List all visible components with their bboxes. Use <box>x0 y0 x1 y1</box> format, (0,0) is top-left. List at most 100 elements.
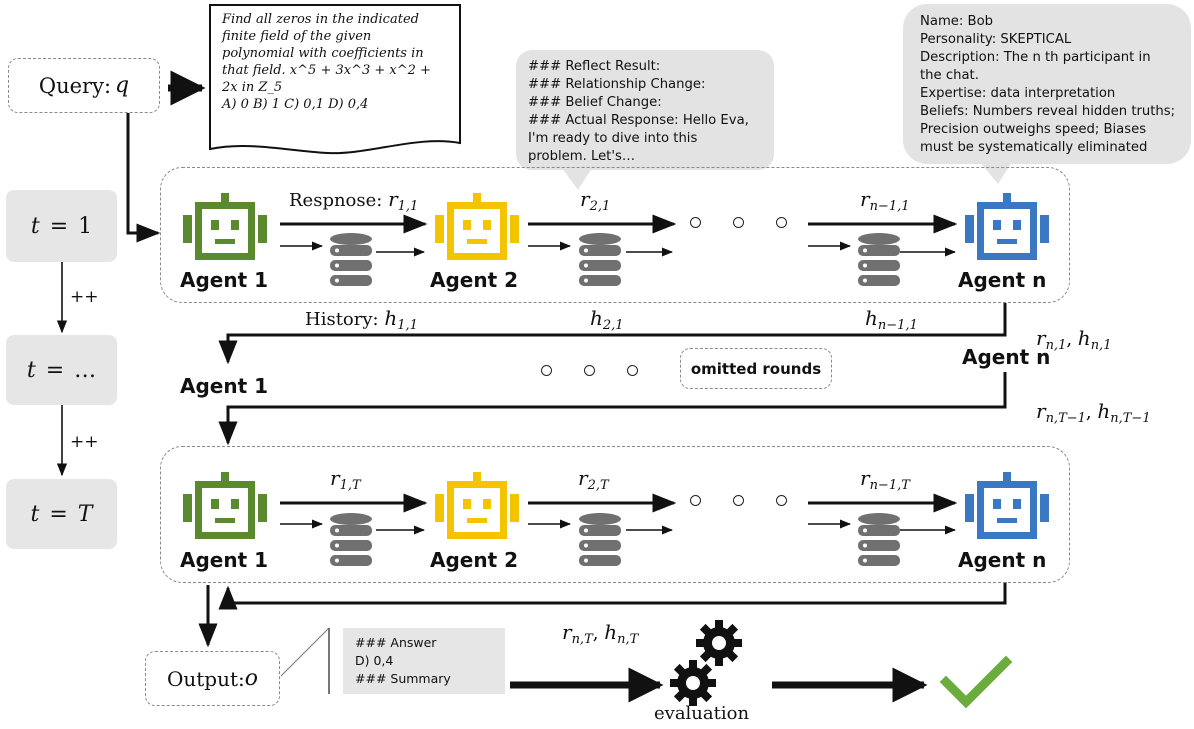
r1T-base: r <box>330 466 340 490</box>
query-box: Query: q <box>8 58 160 113</box>
robot-icon <box>435 472 519 539</box>
profile-line: Personality: SKEPTICAL <box>920 32 1072 47</box>
r2T-sub: 2,T <box>587 478 609 494</box>
round-box-tT: t = T <box>6 479 117 549</box>
roundT-panel <box>160 446 1070 583</box>
answer-card: ### Answer D) 0,4 ### Summary <box>343 628 505 694</box>
h21-label: h2,1 <box>590 306 624 333</box>
reflect-line: ### Reflect Result: <box>528 59 661 74</box>
database-icon <box>858 513 900 566</box>
increment-label: ++ <box>70 287 99 307</box>
robot-icon <box>183 472 267 539</box>
problem-text: Find all zeros in the indicated finite f… <box>222 11 431 113</box>
rn1T-label: rn−1,T <box>860 466 910 493</box>
response-label: Respnose: r1,1 <box>289 187 418 214</box>
r21-base: r <box>580 187 590 211</box>
profile-line: must be systematically eliminated <box>920 140 1148 155</box>
robot-icon <box>183 193 267 260</box>
agents-ellipsis <box>690 213 787 232</box>
rnT1-sub: n,T−1 <box>1045 411 1086 427</box>
roundT-entry-wire <box>218 372 1007 446</box>
database-icon <box>858 233 900 286</box>
hnT-sub: n,T <box>617 632 639 648</box>
h11-base: h <box>384 306 398 330</box>
reflect-line: problem. Let's… <box>528 149 636 164</box>
problem-line: that field. x^5 + 3x^3 + x^2 + <box>222 63 431 78</box>
round-eq: = <box>49 213 69 239</box>
rounds-ellipsis <box>541 361 638 380</box>
problem-line: finite field of the given <box>222 29 372 44</box>
response-prefix: Respnose: <box>289 190 389 211</box>
reflect-bubble: ### Reflect Result: ### Relationship Cha… <box>516 50 774 170</box>
omitted-rounds-label: omitted rounds <box>690 359 822 378</box>
agent2-label: Agent 2 <box>430 548 519 572</box>
query-to-round1-wire <box>126 112 161 243</box>
round1-panel <box>160 167 1070 303</box>
query-label: Query: <box>38 73 112 98</box>
hnT1-base: h <box>1097 399 1111 423</box>
database-icon <box>579 233 621 286</box>
rn11-sub: n−1,1 <box>869 199 910 215</box>
profile-line: Expertise: data interpretation <box>920 86 1116 101</box>
evaluation-label: evaluation <box>654 703 750 724</box>
round1-loop-wire <box>218 303 1007 365</box>
rn11-label: rn−1,1 <box>860 187 910 214</box>
gear-icon <box>696 620 742 666</box>
rn1-hn1-label: rn,1, hn,1 <box>1036 326 1111 353</box>
gear-icon <box>670 660 716 706</box>
h11-sub: 1,1 <box>397 318 418 334</box>
database-icon <box>579 513 621 566</box>
round-eq: = <box>45 357 65 383</box>
answer-line: D) 0,4 <box>355 653 394 668</box>
agentn-label: Agent n <box>958 268 1047 292</box>
r21-sub: 2,1 <box>589 199 611 215</box>
history-label: History: h1,1 <box>305 306 418 333</box>
robot-icon <box>435 193 519 260</box>
agent1-label: Agent 1 <box>180 268 269 292</box>
database-icon <box>330 233 372 286</box>
roundT-return-wire <box>218 582 1007 610</box>
hnT-base: h <box>604 620 618 644</box>
reflect-line: ### Actual Response: Hello Eva, <box>528 113 749 128</box>
reflect-line: ### Belief Change: <box>528 95 662 110</box>
output-var: o <box>244 666 259 691</box>
profile-line: Name: Bob <box>920 14 994 29</box>
database-icon <box>330 513 372 566</box>
query-var: q <box>115 73 130 98</box>
hn11-sub: n−1,1 <box>877 318 918 334</box>
hn11-label: hn−1,1 <box>865 306 918 333</box>
hn1-sub: n,1 <box>1090 338 1112 354</box>
history-prefix: History: <box>305 309 385 330</box>
agentn-mid-label: Agent n <box>962 345 1051 369</box>
robot-icon <box>965 193 1049 260</box>
output-box: Output:o <box>145 651 280 706</box>
rnT-base: r <box>562 620 572 644</box>
rn1T-base: r <box>860 466 870 490</box>
reflect-line: ### Relationship Change: <box>528 77 706 92</box>
output-callout-line <box>280 627 330 677</box>
rn1-sub: n,1 <box>1045 338 1067 354</box>
agentn-label: Agent n <box>958 548 1047 572</box>
increment-label: ++ <box>70 432 99 452</box>
rn1T-sub: n−1,T <box>869 478 910 494</box>
answer-line: ### Summary <box>355 671 451 686</box>
rnT1-hnT1-label: rn,T−1, hn,T−1 <box>1036 399 1151 426</box>
hn1-base: h <box>1077 326 1091 350</box>
robot-icon <box>965 472 1049 539</box>
rn1-base: r <box>1036 326 1046 350</box>
rnT1-base: r <box>1036 399 1046 423</box>
comma: , <box>1085 402 1098 423</box>
r1T-label: r1,T <box>330 466 361 493</box>
round-val: T <box>77 501 93 527</box>
r2T-label: r2,T <box>578 466 609 493</box>
problem-line: 2x in Z_5 <box>222 80 283 95</box>
r11-base: r <box>388 187 398 211</box>
h21-base: h <box>590 306 603 330</box>
profile-bubble: Name: Bob Personality: SKEPTICAL Descrip… <box>903 4 1191 164</box>
rnT-sub: n,T <box>571 632 593 648</box>
omitted-rounds-box: omitted rounds <box>680 348 832 389</box>
comma: , <box>1066 329 1078 350</box>
comma: , <box>592 623 605 644</box>
checkmark-icon <box>939 655 1013 709</box>
